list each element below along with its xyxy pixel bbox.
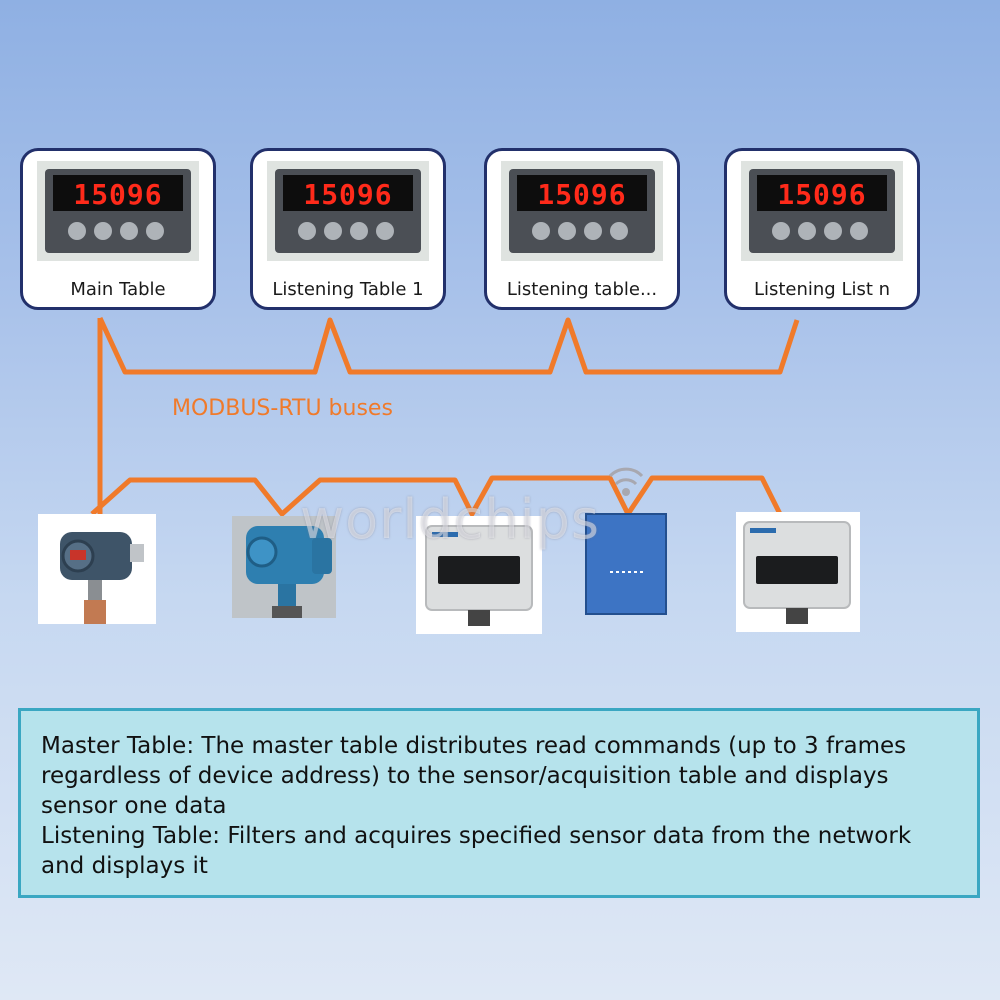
meter-reading: 15096 [537,178,626,211]
blue-transmitter-icon [232,516,336,618]
table-label: Listening table... [506,279,658,300]
table-card-main: 15096 Main Table [20,148,216,310]
table-card-listening-1: 15096 Listening Table 1 [250,148,446,310]
watermark: worldchips [300,488,601,551]
table-card-listening-2: 15096 Listening table... [484,148,680,310]
meter-reading: 15096 [303,178,392,211]
table-label: Listening List n [753,279,891,300]
panel-meter-icon: 15096 [741,161,903,261]
siemens-sensor-icon [736,512,860,632]
listening-description: Listening Table: Filters and acquires sp… [41,823,912,879]
table-label: Listening Table 1 [272,279,424,300]
meter-reading: 15096 [777,178,866,211]
panel-meter-icon: 15096 [37,161,199,261]
pressure-transmitter-icon [38,514,156,624]
master-description: Master Table: The master table distribut… [41,733,907,819]
table-label: Main Table [70,279,166,300]
panel-meter-icon: 15096 [267,161,429,261]
bus-label: MODBUS-RTU buses [172,396,393,421]
table-card-listening-n: 15096 Listening List n [724,148,920,310]
meter-reading: 15096 [73,178,162,211]
siemens-sensor-icon [416,516,542,634]
wireless-module-icon [585,467,667,615]
description-box: Master Table: The master table distribut… [18,708,980,898]
panel-meter-icon: 15096 [501,161,663,261]
